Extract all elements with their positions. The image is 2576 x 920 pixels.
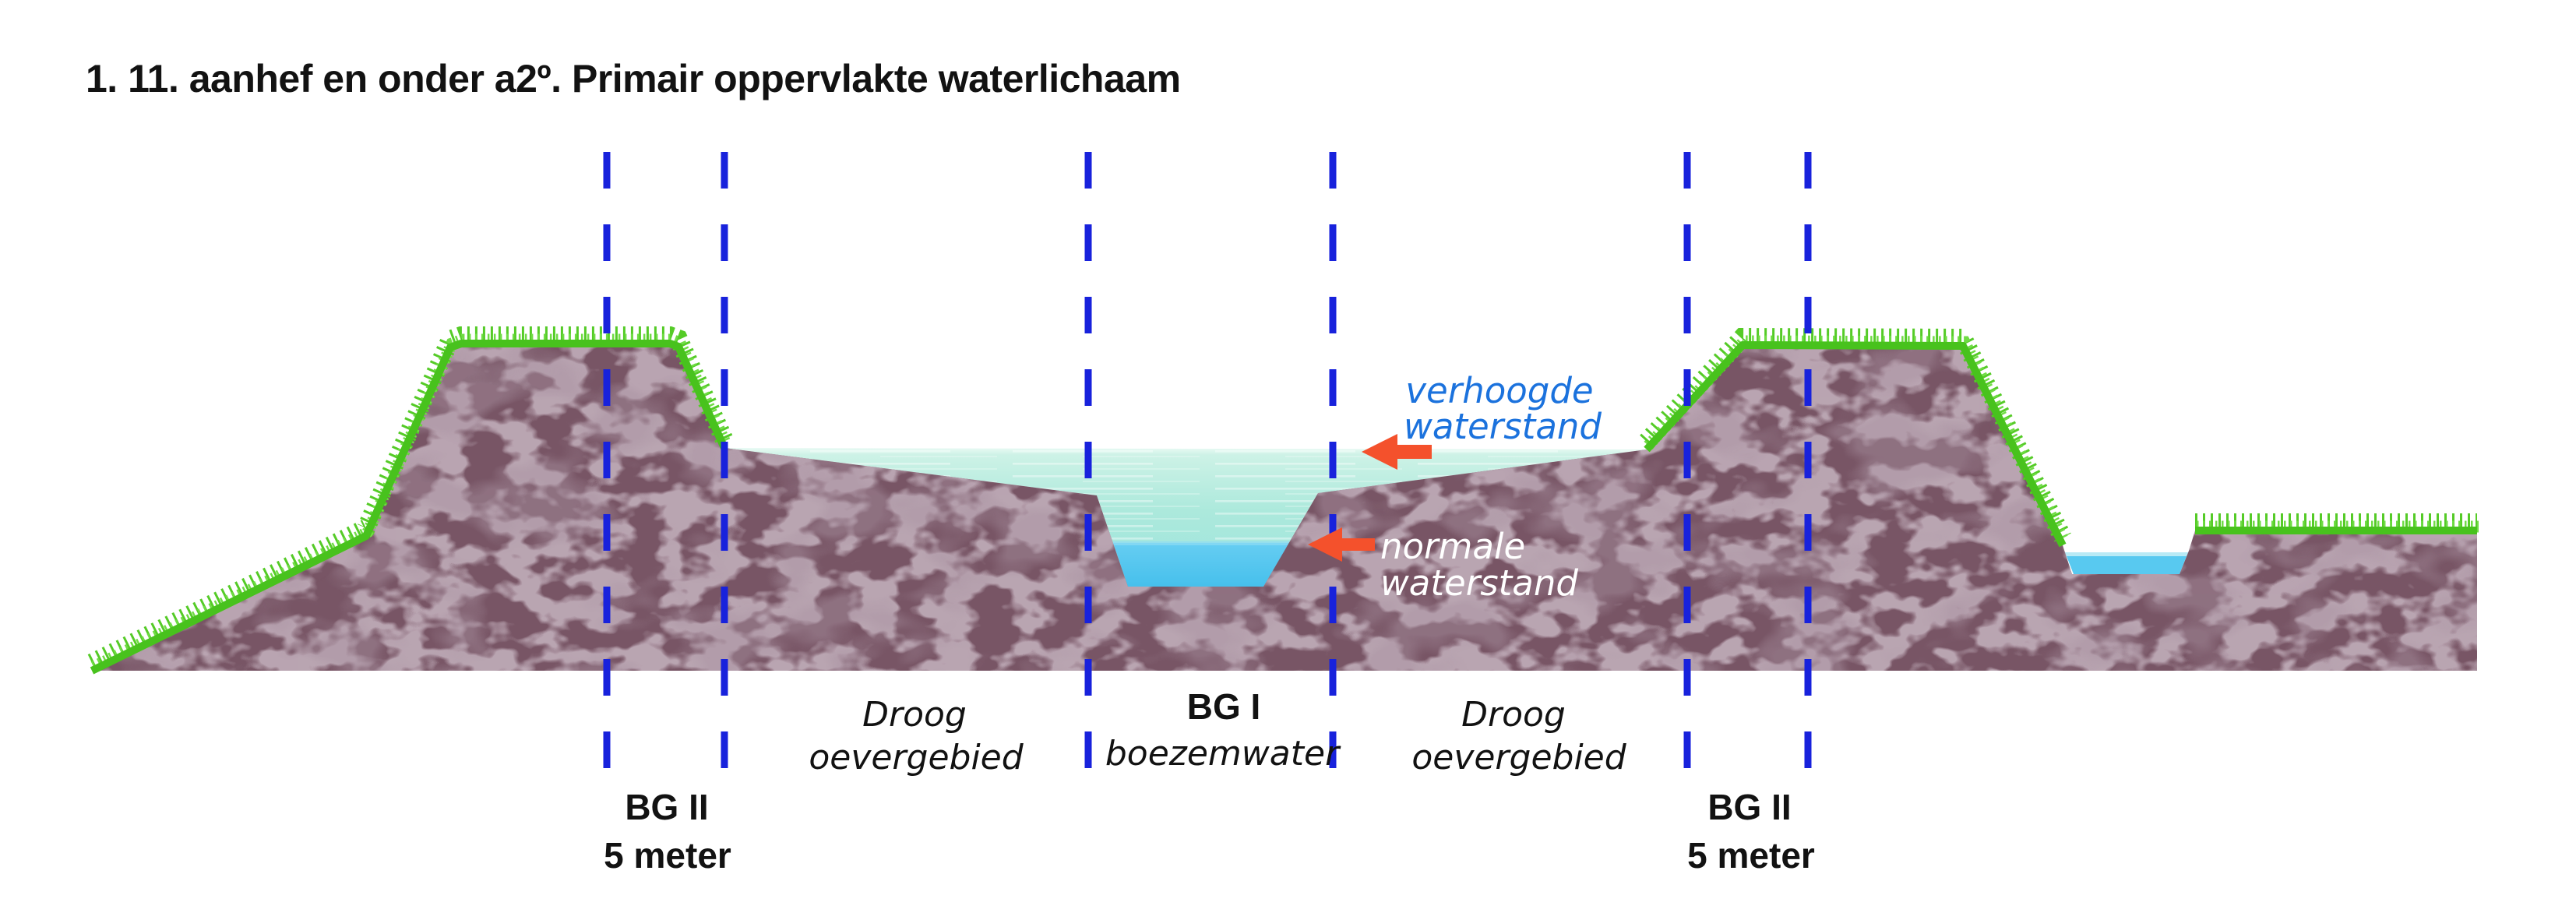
grass-fringe bbox=[1640, 327, 2071, 542]
zone-boundaries bbox=[603, 152, 1812, 779]
ditch-water bbox=[2065, 552, 2188, 574]
page-title: 1. 11. aanhef en onder a2º. Primair oppe… bbox=[86, 57, 1181, 100]
zone-bg1-name: BG I bbox=[1187, 686, 1261, 727]
zone-bg2-right-name: BG II bbox=[1707, 787, 1791, 827]
verhoogde-label-line2: waterstand bbox=[1404, 406, 1602, 447]
grass-strip bbox=[1644, 341, 2067, 548]
water-streaks bbox=[724, 448, 1647, 587]
ditch-water-body bbox=[2065, 552, 2188, 574]
zone-droog-right-line1: Droog bbox=[1461, 695, 1566, 735]
normale-water-edge bbox=[1113, 541, 1289, 545]
ditch-water-highlight bbox=[2065, 552, 2188, 556]
zone-bg2-left-name: BG II bbox=[625, 787, 708, 827]
zone-droog-left-line2: oevergebied bbox=[809, 738, 1024, 777]
zone-bg1-subtitle: boezemwater bbox=[1105, 734, 1341, 774]
verhoogde-waterstand-arrow-icon bbox=[1362, 434, 1432, 470]
verhoogde-label-line1: verhoogde bbox=[1405, 370, 1593, 411]
normale-water-body bbox=[1113, 543, 1289, 587]
zone-bg2-left-width: 5 meter bbox=[604, 835, 731, 876]
zone-droog-left-line1: Droog bbox=[862, 695, 967, 735]
normale-waterstand-arrow-icon bbox=[1308, 527, 1375, 562]
zone-droog-right-line2: oevergebied bbox=[1411, 738, 1626, 777]
soil-texture-dark bbox=[92, 344, 2477, 671]
grass-cover bbox=[87, 326, 2479, 675]
normale-label-line1: normale bbox=[1380, 526, 1525, 567]
grass-strip bbox=[90, 340, 728, 675]
normale-label-line2: waterstand bbox=[1380, 562, 1578, 604]
zone-bg2-right-width: 5 meter bbox=[1687, 835, 1815, 876]
boezem-water bbox=[724, 448, 1647, 587]
